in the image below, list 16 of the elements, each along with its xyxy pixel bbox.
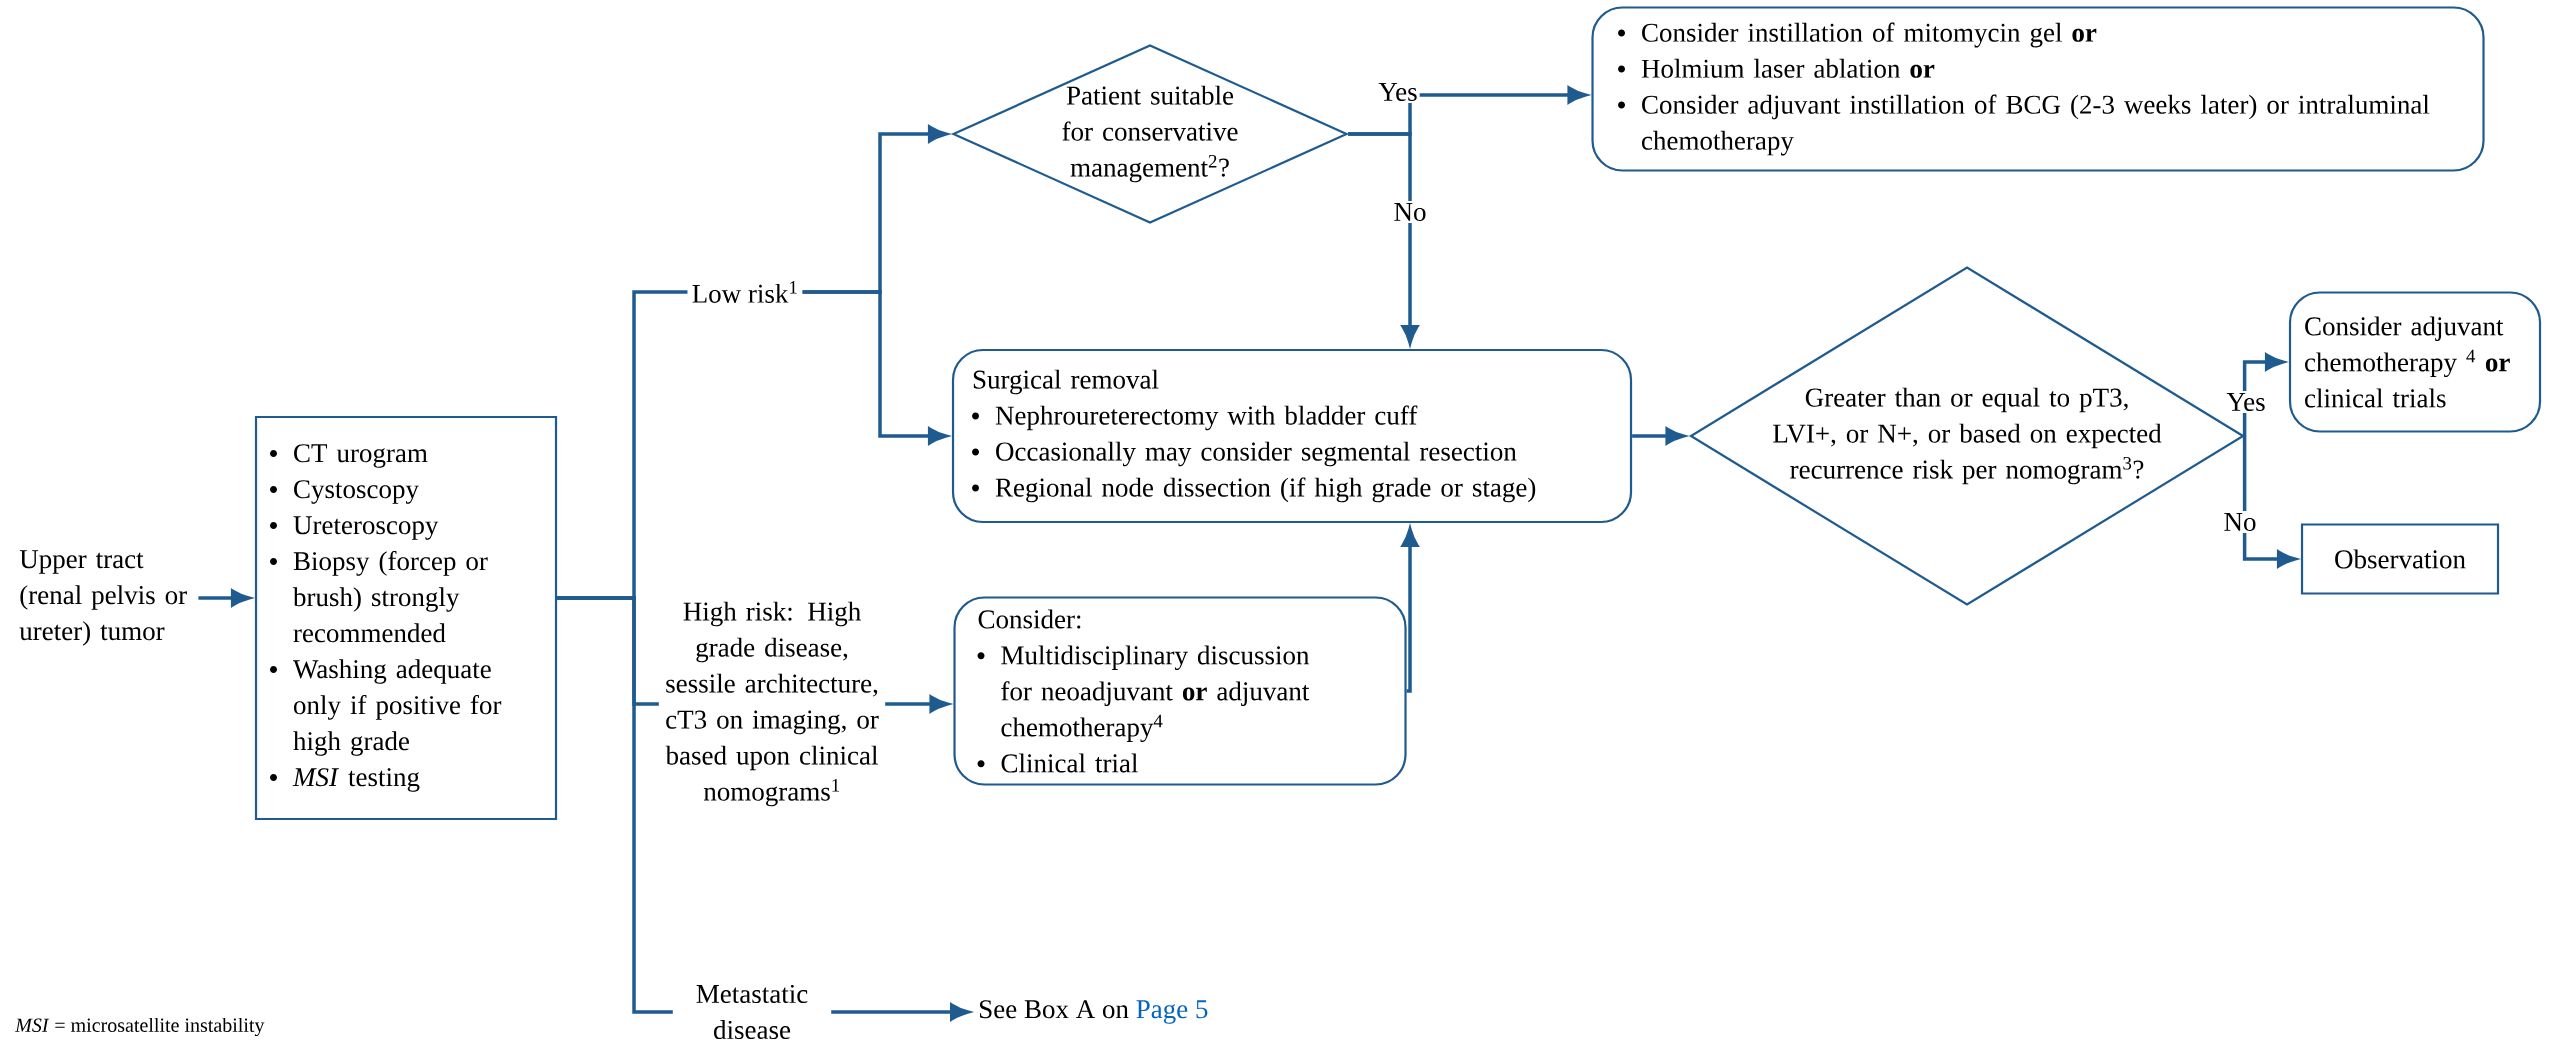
edge-label: Yes: [2224, 391, 2268, 413]
flow-label: High risk: High grade disease, sessile architecture, cT3 on imaging, or based upon clinical nomograms$^{1}$: [665, 601, 879, 807]
edge-label: No: [2221, 511, 2259, 533]
process-box: Observation: [2300, 523, 2500, 595]
cross-reference-text: See Box A on Page 5: [980, 1000, 1208, 1024]
process-box: Consider: Multidisciplinary discussion for neoadjuvant or adjuvant chemotherapy$^{4}$ Clinical trial: [953, 596, 1407, 786]
connector-line: [557, 596, 673, 1014]
flow-label: Upper tract (renal pelvis or ureter) tumor: [19, 550, 187, 646]
process-box: Surgical removal Nephroureterectomy with bladder cuff Occasionally may consider segmental resection Regional node dissection (if high grade or stage): [951, 348, 1633, 524]
footnote-text: MSI = microsatellite instability: [15, 1017, 265, 1037]
edge-label: No: [1391, 201, 1429, 223]
checklist-box: CT urogram Cystoscopy Ureteroscopy Biopsy (forcep or brush) strongly recommended Washing adequate only if positive for high grade MSI testing: [254, 415, 558, 821]
process-box: Consider adjuvant chemotherapy $^{4}$ or clinical trials: [2288, 291, 2542, 433]
flow-label: Metastatic disease: [696, 984, 808, 1040]
flow-label: Low risk$^{1}$: [692, 281, 797, 303]
process-box: Consider instillation of mitomycin gel or Holmium laser ablation or Consider adjuvant instillation of BCG (2-3 weeks later) or intraluminal chemotherapy: [1591, 6, 2485, 172]
